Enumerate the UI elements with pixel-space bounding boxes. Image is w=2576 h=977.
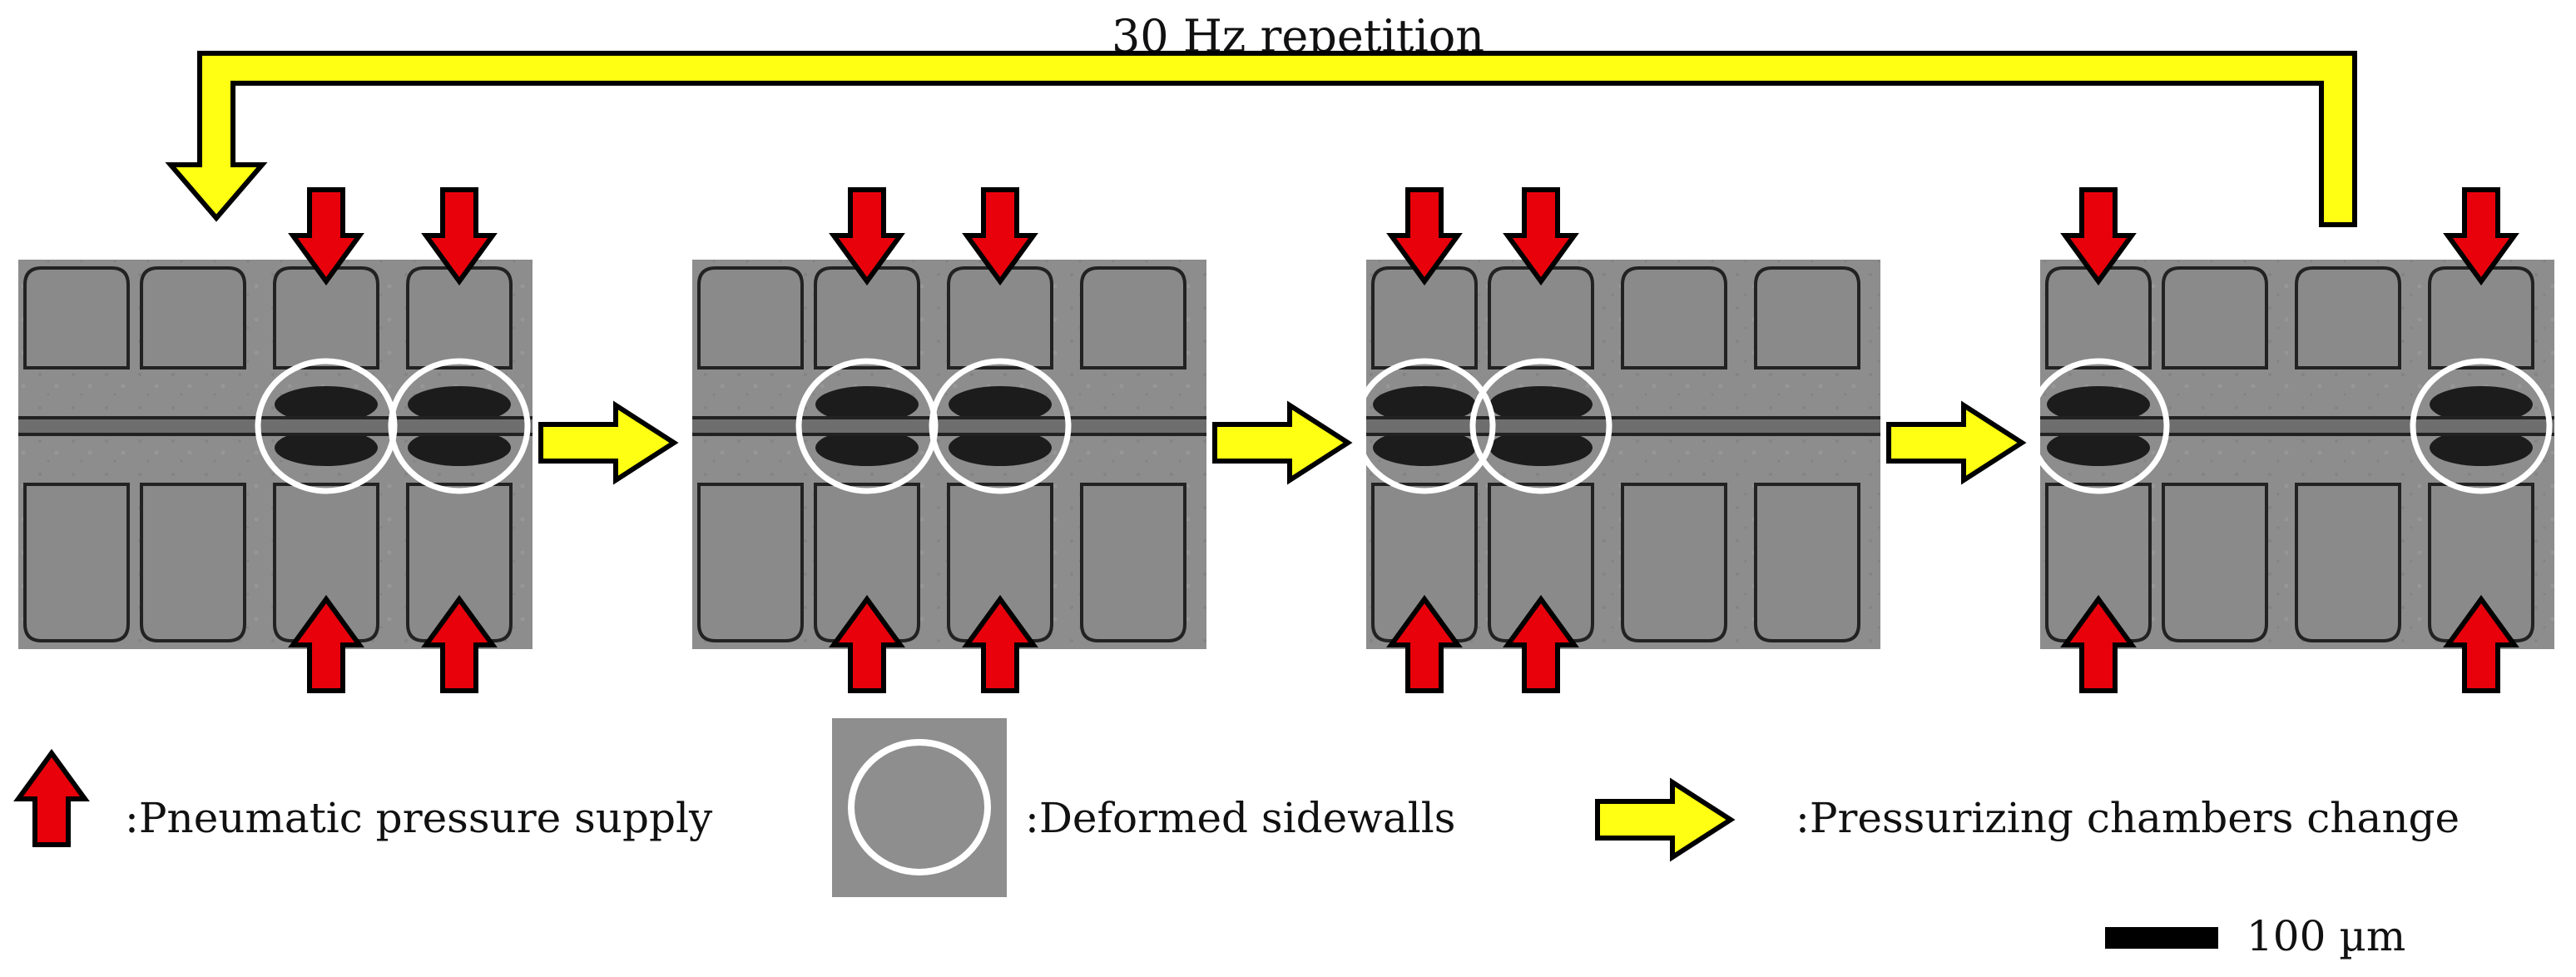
deformed-sidewall-circle <box>795 358 939 494</box>
deformed-wall-top <box>815 386 919 423</box>
chamber-bottom <box>2162 483 2268 642</box>
chamber-top <box>2428 266 2534 369</box>
legend: :Pneumatic pressure supply :Deformed sid… <box>18 718 2460 897</box>
chamber-bottom <box>947 483 1053 642</box>
chamber-top <box>406 266 513 369</box>
micrograph-2 <box>692 190 1206 691</box>
change-arrow-2 <box>1215 405 1348 480</box>
chamber-bottom <box>1754 483 1860 642</box>
chamber-bottom <box>1621 483 1727 642</box>
chamber-top <box>1488 266 1594 369</box>
chamber-bottom <box>2295 483 2401 642</box>
deformed-wall-bottom <box>275 429 378 466</box>
deformed-sidewall-circle <box>388 358 531 494</box>
repetition-arrow <box>165 51 2357 227</box>
deformed-sidewall-circle <box>255 358 398 494</box>
legend-change-label: :Pressurizing chambers change <box>1796 794 2460 842</box>
chamber-bottom <box>1080 483 1186 642</box>
chamber-bottom <box>2428 483 2534 642</box>
chamber-top <box>140 266 246 369</box>
chamber-top <box>697 266 804 369</box>
deformed-sidewall-circle <box>2027 358 2170 494</box>
deformed-wall-bottom <box>815 429 919 466</box>
deformed-wall-top <box>275 386 378 423</box>
chamber-bottom <box>2045 483 2152 642</box>
deformed-sidewall-circle <box>1469 358 1612 494</box>
chamber-top <box>1621 266 1727 369</box>
chamber-top <box>2295 266 2401 369</box>
chamber-bottom <box>697 483 804 642</box>
legend-pressure-label: :Pneumatic pressure supply <box>125 794 713 842</box>
deformed-sidewall-circle <box>929 358 1072 494</box>
chamber-bottom <box>814 483 920 642</box>
chamber-top <box>947 266 1053 369</box>
deformed-wall-top <box>1489 386 1593 423</box>
chamber-top <box>2162 266 2268 369</box>
main-channel <box>2040 418 2554 434</box>
change-arrow-1 <box>541 405 674 480</box>
main-channel <box>692 418 1206 434</box>
chamber-top <box>1080 266 1186 369</box>
chamber-bottom <box>273 483 379 642</box>
deformed-wall-bottom <box>408 429 511 466</box>
chamber-bottom <box>23 483 130 642</box>
main-channel <box>1366 418 1880 434</box>
deformed-wall-top <box>1373 386 1476 423</box>
deformed-wall-top <box>949 386 1052 423</box>
micrograph-4 <box>2027 190 2554 691</box>
micrograph-3 <box>1353 190 1880 691</box>
legend-sidewall-swatch <box>832 718 1007 897</box>
deformed-sidewall-circle <box>2410 358 2553 494</box>
chamber-top <box>814 266 920 369</box>
legend-sidewall-label: :Deformed sidewalls <box>1025 794 1455 842</box>
chamber-top <box>273 266 379 369</box>
deformed-wall-bottom <box>1489 429 1593 466</box>
deformed-wall-top <box>2430 386 2533 423</box>
micrograph-1 <box>18 190 533 691</box>
chamber-bottom <box>1371 483 1478 642</box>
legend-pressure-arrow-icon <box>18 753 85 845</box>
main-channel <box>18 418 533 434</box>
legend-sidewall-circle-icon <box>848 739 991 875</box>
scale-bar <box>2105 927 2218 949</box>
deformed-wall-bottom <box>2430 429 2533 466</box>
chamber-top <box>1371 266 1478 369</box>
chamber-top <box>23 266 130 369</box>
chamber-top <box>1754 266 1860 369</box>
deformed-sidewall-circle <box>1353 358 1496 494</box>
deformed-wall-bottom <box>1373 429 1476 466</box>
deformed-wall-top <box>408 386 511 423</box>
chamber-bottom <box>140 483 246 642</box>
change-arrow-3 <box>1889 405 2022 480</box>
legend-change-arrow-icon <box>1598 782 1731 857</box>
deformed-wall-bottom <box>949 429 1052 466</box>
chamber-bottom <box>406 483 513 642</box>
deformed-wall-top <box>2047 386 2150 423</box>
scale-bar-label: 100 µm <box>2247 912 2405 960</box>
chamber-top <box>2045 266 2152 369</box>
deformed-wall-bottom <box>2047 429 2150 466</box>
chamber-bottom <box>1488 483 1594 642</box>
